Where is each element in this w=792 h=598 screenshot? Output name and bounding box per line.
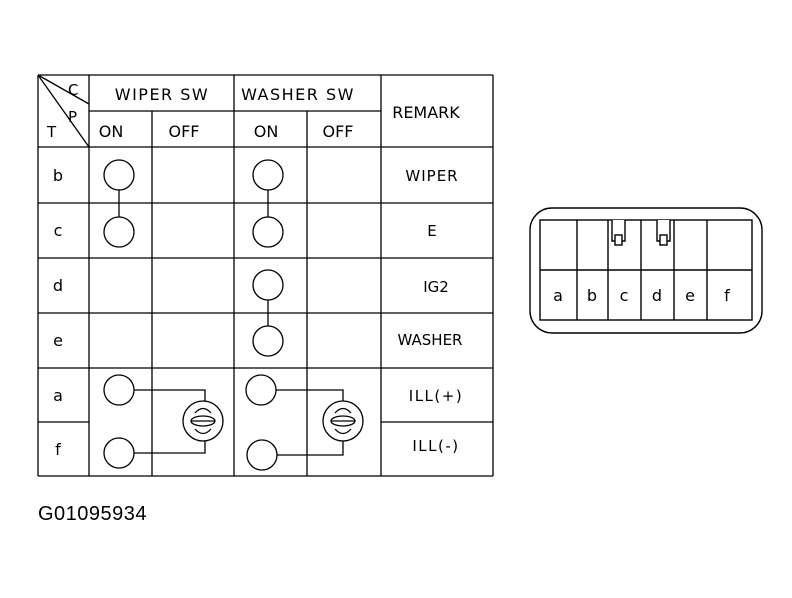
terminal-d: d (53, 276, 63, 295)
terminal-b: b (53, 166, 63, 185)
connector-pin-b: b (587, 286, 597, 305)
remark-ill-minus: ILL(-) (412, 437, 459, 455)
terminal-a: a (53, 386, 63, 405)
terminal-e: e (53, 331, 63, 350)
remark-e: E (427, 222, 436, 240)
washer-bulb-icon (322, 400, 364, 442)
remark-header: REMARK (392, 103, 460, 122)
wiper-continuity-b-c (103, 159, 135, 248)
corner-label-t: T (46, 123, 57, 141)
corner-label-c: C (68, 81, 78, 99)
remark-ill-plus: ILL(+) (409, 387, 463, 405)
continuity-table-grid (37, 74, 494, 477)
washer-illumination-circuit (245, 374, 344, 471)
remark-washer: WASHER (398, 331, 463, 349)
wiper-bulb-icon (182, 400, 224, 442)
washer-sw-header: WASHER SW (241, 85, 355, 104)
washer-on-header: ON (254, 122, 279, 141)
connector-pin-a: a (553, 286, 563, 305)
terminal-f: f (55, 440, 61, 459)
wiper-off-header: OFF (169, 122, 200, 141)
figure-id: G01095934 (38, 503, 148, 525)
washer-off-header: OFF (323, 122, 354, 141)
wiper-sw-header: WIPER SW (115, 85, 209, 104)
remark-wiper: WIPER (405, 167, 458, 185)
connector-pin-d: d (652, 286, 662, 305)
wiper-on-header: ON (99, 122, 124, 141)
connector-pin-f: f (724, 286, 730, 305)
washer-continuity-b-c (252, 159, 284, 248)
terminal-c: c (54, 221, 63, 240)
connector-pin-c: c (620, 286, 629, 305)
remark-ig2: IG2 (423, 278, 449, 296)
connector-pin-e: e (685, 286, 695, 305)
wiper-illumination-circuit (103, 374, 206, 469)
corner-label-p: P (68, 108, 77, 126)
washer-continuity-d-e (252, 269, 284, 357)
connector-face (529, 207, 763, 334)
